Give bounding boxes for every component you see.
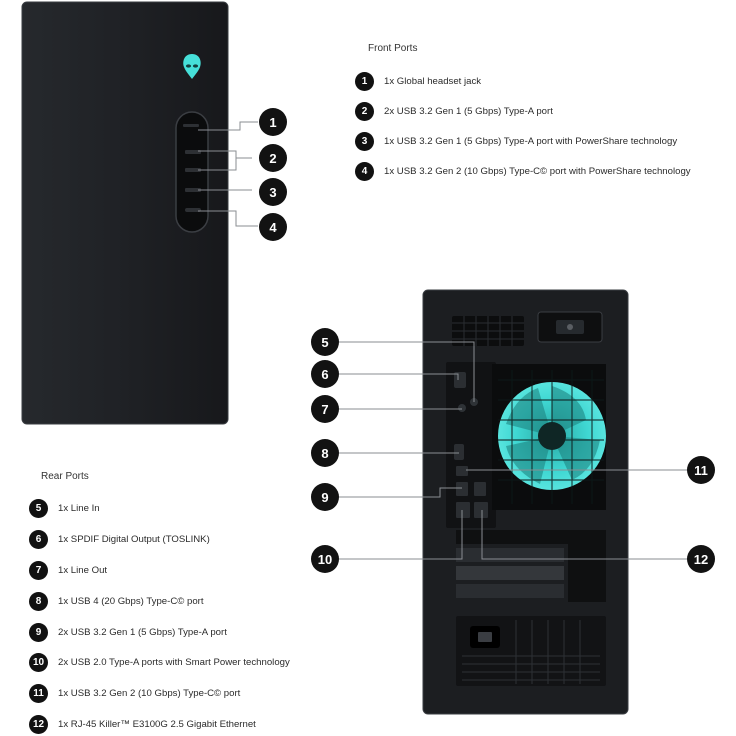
rear-port-item: 6 1x SPDIF Digital Output (TOSLINK): [29, 530, 210, 549]
callout-11: 11: [687, 456, 715, 484]
callout-2: 2: [259, 144, 287, 172]
front-port-item: 3 1x USB 3.2 Gen 1 (5 Gbps) Type-A port …: [355, 132, 677, 151]
rear-tower: [339, 289, 688, 715]
item-number-badge: 2: [355, 102, 374, 121]
item-number-badge: 7: [29, 561, 48, 580]
rear-port-label: 1x USB 4 (20 Gbps) Type-C© port: [58, 596, 204, 607]
callout-3: 3: [259, 178, 287, 206]
item-number-badge: 1: [355, 72, 374, 91]
front-port-panel: [175, 111, 209, 233]
callout-7: 7: [311, 395, 339, 423]
rear-port-label: 2x USB 3.2 Gen 1 (5 Gbps) Type-A port: [58, 627, 227, 638]
item-number-badge: 9: [29, 623, 48, 642]
front-tower: [21, 1, 258, 425]
rear-port-label: 1x Line In: [58, 503, 100, 514]
callout-10: 10: [311, 545, 339, 573]
front-port-item: 4 1x USB 3.2 Gen 2 (10 Gbps) Type-C© por…: [355, 162, 691, 181]
callout-12: 12: [687, 545, 715, 573]
item-number-badge: 4: [355, 162, 374, 181]
rear-ports-heading: Rear Ports: [41, 471, 89, 482]
rear-port-item: 9 2x USB 3.2 Gen 1 (5 Gbps) Type-A port: [29, 623, 227, 642]
rear-fan: [492, 364, 606, 510]
callout-1: 1: [259, 108, 287, 136]
rear-port-label: 2x USB 2.0 Type-A ports with Smart Power…: [58, 657, 290, 668]
item-number-badge: 12: [29, 715, 48, 734]
rear-port-item: 10 2x USB 2.0 Type-A ports with Smart Po…: [29, 653, 290, 672]
rear-port-item: 11 1x USB 3.2 Gen 2 (10 Gbps) Type-C© po…: [29, 684, 240, 703]
front-ports-heading: Front Ports: [368, 43, 418, 54]
rear-port-label: 1x USB 3.2 Gen 2 (10 Gbps) Type-C© port: [58, 688, 241, 699]
callout-9: 9: [311, 483, 339, 511]
callout-4: 4: [259, 213, 287, 241]
front-port-label: 1x USB 3.2 Gen 1 (5 Gbps) Type-A port wi…: [384, 136, 678, 147]
item-number-badge: 10: [29, 653, 48, 672]
item-number-badge: 5: [29, 499, 48, 518]
rear-port-label: 1x SPDIF Digital Output (TOSLINK): [58, 534, 210, 545]
item-number-badge: 8: [29, 592, 48, 611]
front-port-item: 1 1x Global headset jack: [355, 72, 481, 91]
rear-port-item: 8 1x USB 4 (20 Gbps) Type-C© port: [29, 592, 204, 611]
item-number-badge: 3: [355, 132, 374, 151]
alien-logo-icon: [183, 54, 201, 79]
rear-port-label: 1x Line Out: [58, 565, 108, 576]
front-port-item: 2 2x USB 3.2 Gen 1 (5 Gbps) Type-A port: [355, 102, 553, 121]
front-port-label: 1x Global headset jack: [384, 76, 482, 87]
callout-5: 5: [311, 328, 339, 356]
front-port-label: 1x USB 3.2 Gen 2 (10 Gbps) Type-C© port …: [384, 166, 691, 177]
callout-8: 8: [311, 439, 339, 467]
rear-port-label: 1x RJ-45 Killer™ E3100G 2.5 Gigabit Ethe…: [58, 719, 256, 730]
rear-port-item: 5 1x Line In: [29, 499, 100, 518]
callout-6: 6: [311, 360, 339, 388]
front-port-label: 2x USB 3.2 Gen 1 (5 Gbps) Type-A port: [384, 106, 553, 117]
rear-port-item: 7 1x Line Out: [29, 561, 107, 580]
rear-port-item: 12 1x RJ-45 Killer™ E3100G 2.5 Gigabit E…: [29, 715, 256, 734]
item-number-badge: 11: [29, 684, 48, 703]
item-number-badge: 6: [29, 530, 48, 549]
